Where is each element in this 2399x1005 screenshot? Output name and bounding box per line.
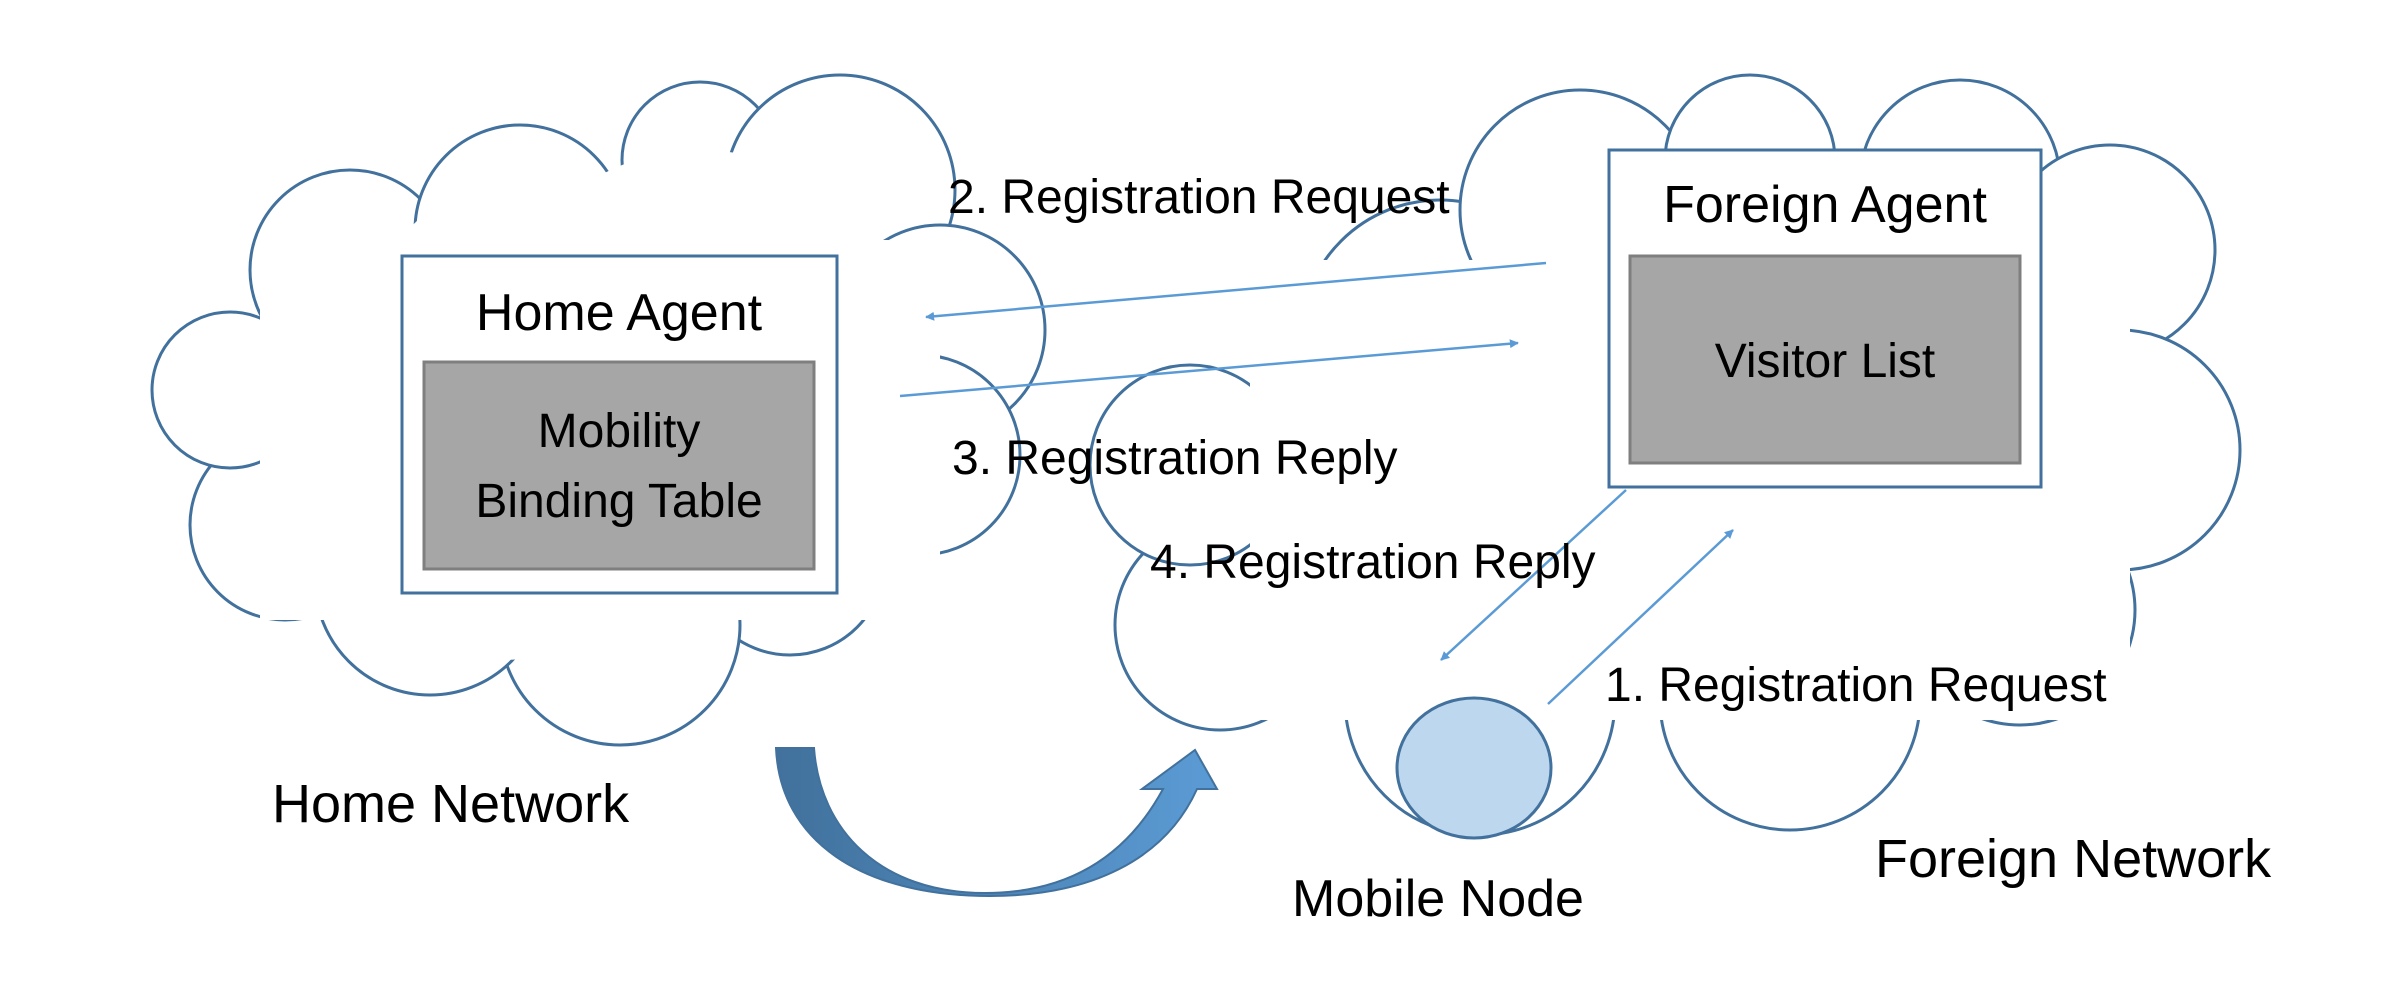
arrow-step-4 <box>1440 489 1627 661</box>
mobility-binding-table-box <box>422 360 816 571</box>
foreign-agent: Foreign Agent Visitor List <box>1607 148 2043 489</box>
arrow-step-3 <box>899 339 1519 398</box>
home-agent: Home Agent Mobility Binding Table <box>400 254 839 595</box>
message-label-step-1: 1. Registration Request <box>1605 659 2107 712</box>
message-label-step-3: 3. Registration Reply <box>952 432 1398 485</box>
registration-message-labels: 2. Registration Request 3. Registration … <box>948 171 2107 712</box>
ellipse-node-icon <box>1395 696 1553 840</box>
mobile-node-label: Mobile Node <box>1292 870 1584 928</box>
message-label-step-2: 2. Registration Request <box>948 171 1450 224</box>
arrow-step-2 <box>925 261 1547 321</box>
mobility-binding-table-label-line1: Mobility <box>538 405 701 458</box>
curved-move-arrow-icon <box>774 747 1219 898</box>
visitor-list-label: Visitor List <box>1715 335 1936 388</box>
mobile-node: Mobile Node <box>1292 696 1584 928</box>
foreign-network-label: Foreign Network <box>1875 829 2272 889</box>
registration-message-arrows <box>899 261 1734 705</box>
home-network-label: Home Network <box>272 774 630 834</box>
arrow-step-1 <box>1547 529 1734 705</box>
mobility-binding-table-label-line2: Binding Table <box>475 475 762 528</box>
message-label-step-4: 4. Registration Reply <box>1150 536 1596 589</box>
visitor-list-box <box>1628 254 2022 465</box>
home-agent-title: Home Agent <box>476 284 763 342</box>
foreign-agent-title: Foreign Agent <box>1663 176 1987 234</box>
